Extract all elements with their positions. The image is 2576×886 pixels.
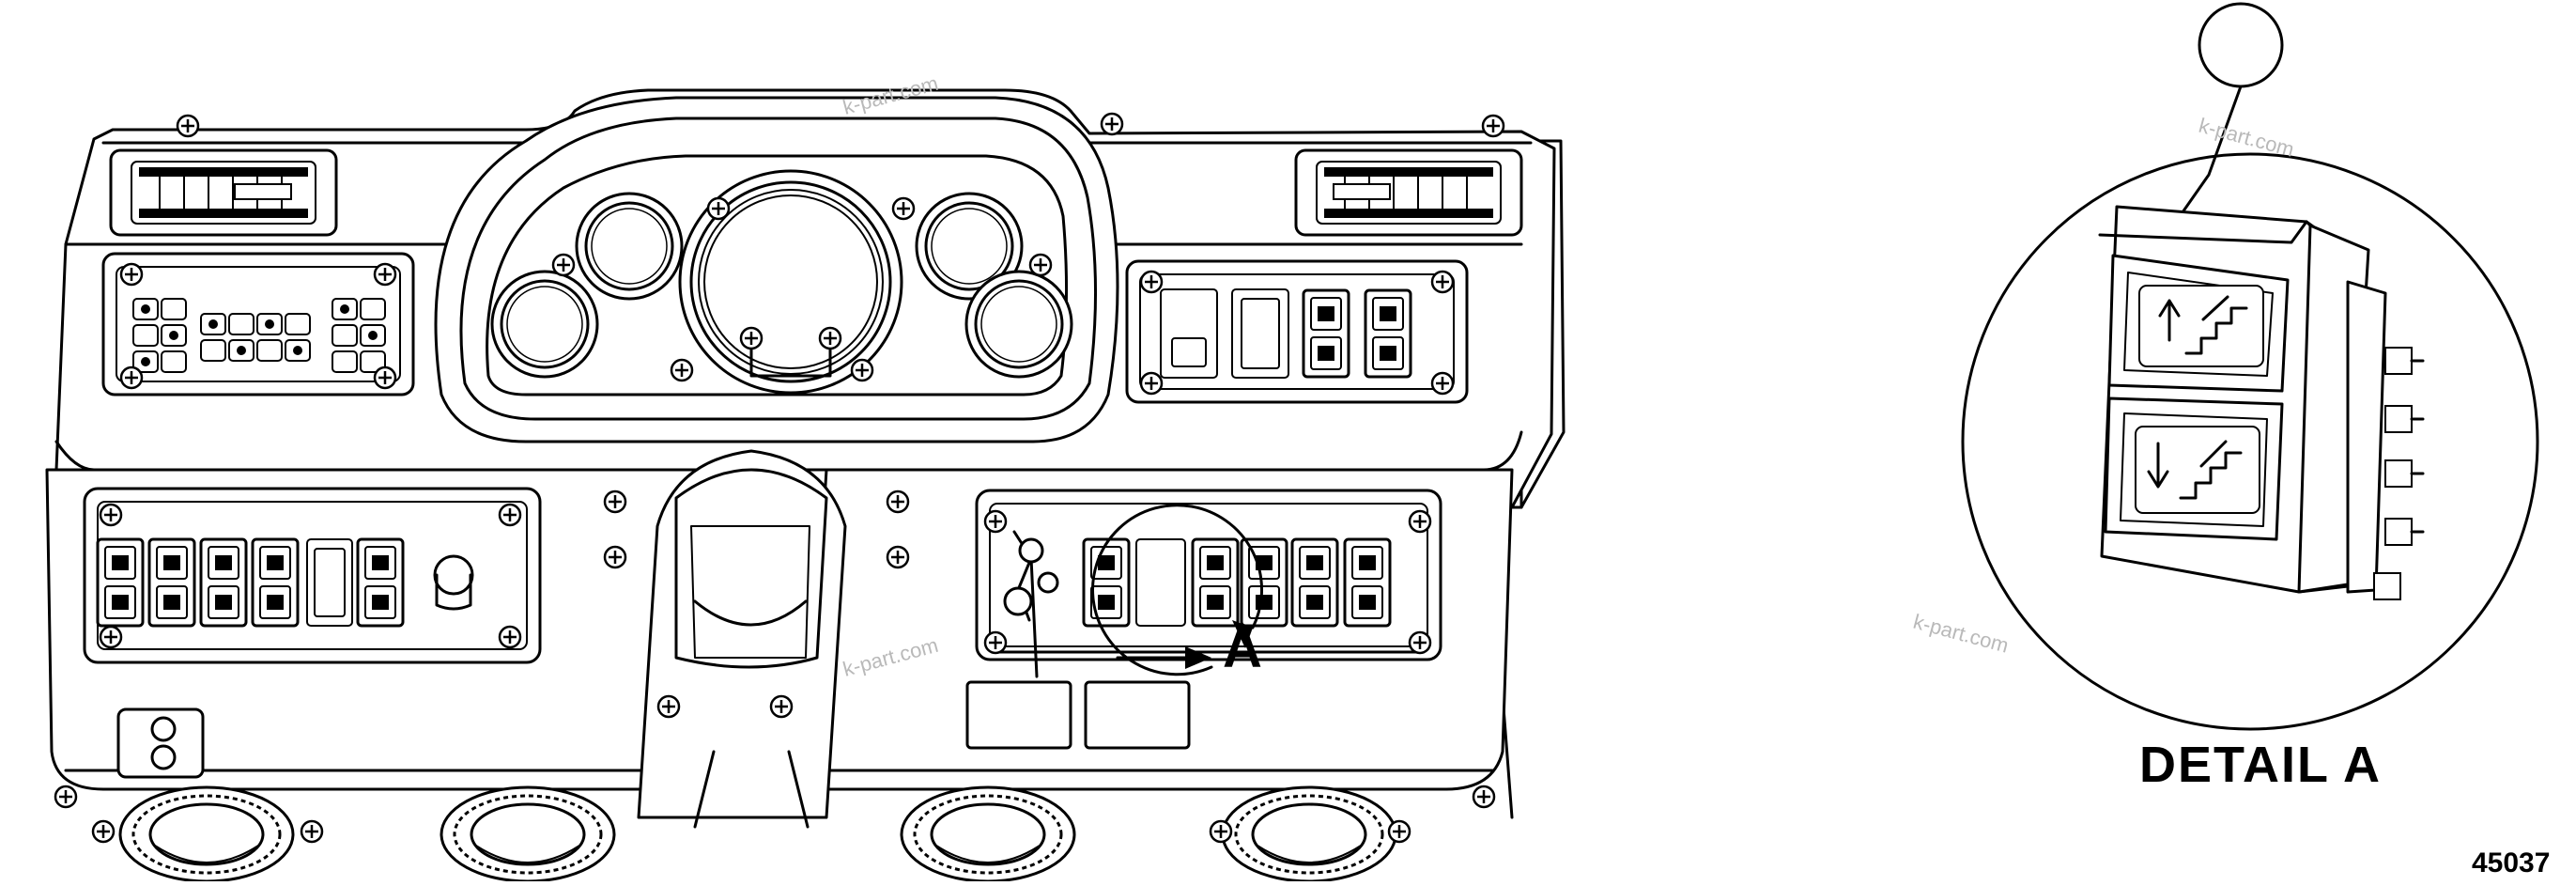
detail-circle (1961, 152, 2539, 731)
indicator-grid (132, 298, 386, 373)
upper-right-switch-panel (1125, 259, 1469, 404)
detail-a-view: DETAIL A (1961, 2, 2539, 793)
dashboard: A (45, 88, 1566, 883)
callout-label: A (1223, 618, 1262, 679)
indicator-panel (101, 252, 415, 396)
lift-up-icon (2138, 285, 2264, 367)
detail-title: DETAIL A (2139, 737, 2382, 793)
right-air-vent (1294, 148, 1523, 237)
watermark-3: k-part.com (1911, 610, 2012, 658)
detail-a-callout: A (1091, 504, 1263, 679)
lower-left-switch-panel (83, 487, 542, 664)
lower-right-switch-panel (965, 489, 1442, 750)
centre-bracket (603, 449, 910, 829)
instrument-cluster (434, 96, 1119, 443)
item-balloon (2198, 2, 2284, 88)
figure-number: 45037 (2472, 847, 2550, 878)
lift-rocker-switch (2098, 205, 2425, 600)
switch-terminals (2373, 347, 2425, 600)
left-power-socket (116, 707, 205, 779)
left-air-vent (109, 148, 338, 237)
lift-down-icon (2135, 426, 2260, 514)
